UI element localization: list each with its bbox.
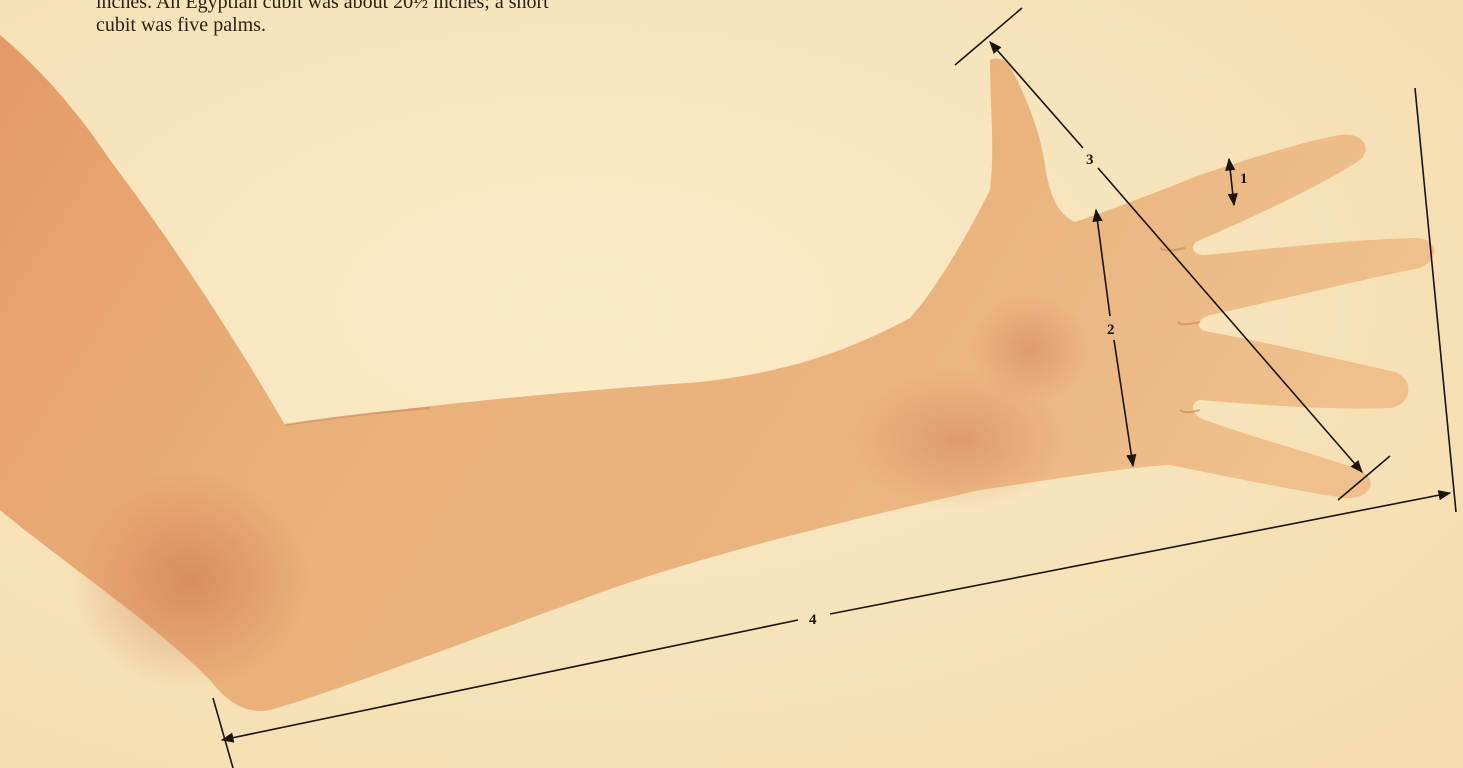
- measure-3-label: 3: [1086, 152, 1094, 168]
- caption-line-2: cubit was five palms.: [96, 14, 736, 37]
- elbow-shadow: [70, 470, 310, 690]
- palm-shadow: [970, 295, 1090, 405]
- measure-2-label: 2: [1107, 322, 1115, 338]
- caption-text: inches. An Egyptian cubit was about 20½ …: [96, 0, 736, 37]
- measure-1-label: 1: [1240, 171, 1248, 187]
- measure-4-label: 4: [809, 612, 817, 628]
- caption-line-1: inches. An Egyptian cubit was about 20½ …: [96, 0, 736, 14]
